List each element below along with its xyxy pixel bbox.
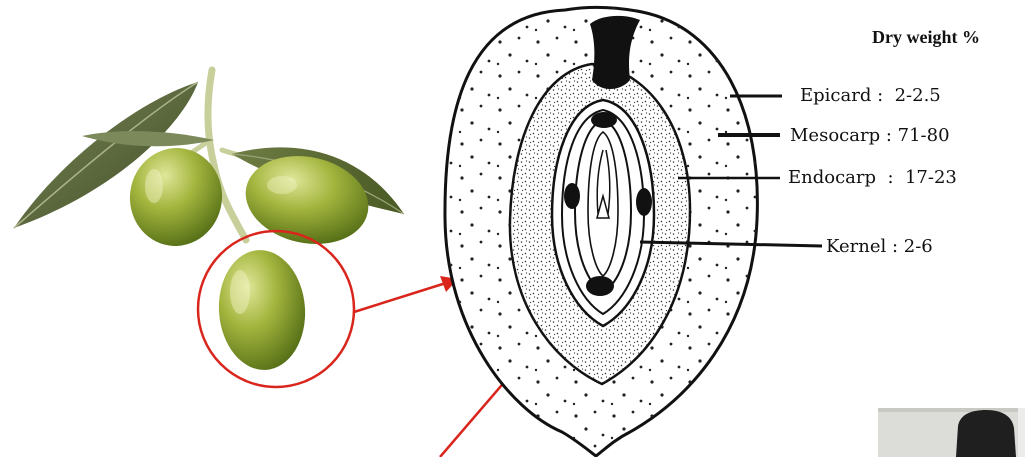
olive-branch-illustration (14, 70, 404, 373)
dry-weight-title: Dry weight % (872, 27, 980, 47)
label-mesocarp: Mesocarp : 71-80 (790, 125, 950, 146)
arrow-to-cross-section (354, 283, 446, 312)
dry-weight-labels: Dry weight % Epicard : 2-2.5 Mesocarp : … (788, 27, 980, 257)
olive-cross-section (445, 7, 757, 456)
corner-photo-fragment (878, 408, 1025, 457)
label-endocarp: Endocarp : 17-23 (788, 167, 957, 188)
olive-bottom (215, 247, 309, 373)
label-kernel: Kernel : 2-6 (826, 236, 933, 257)
label-epicard: Epicard : 2-2.5 (800, 85, 941, 106)
